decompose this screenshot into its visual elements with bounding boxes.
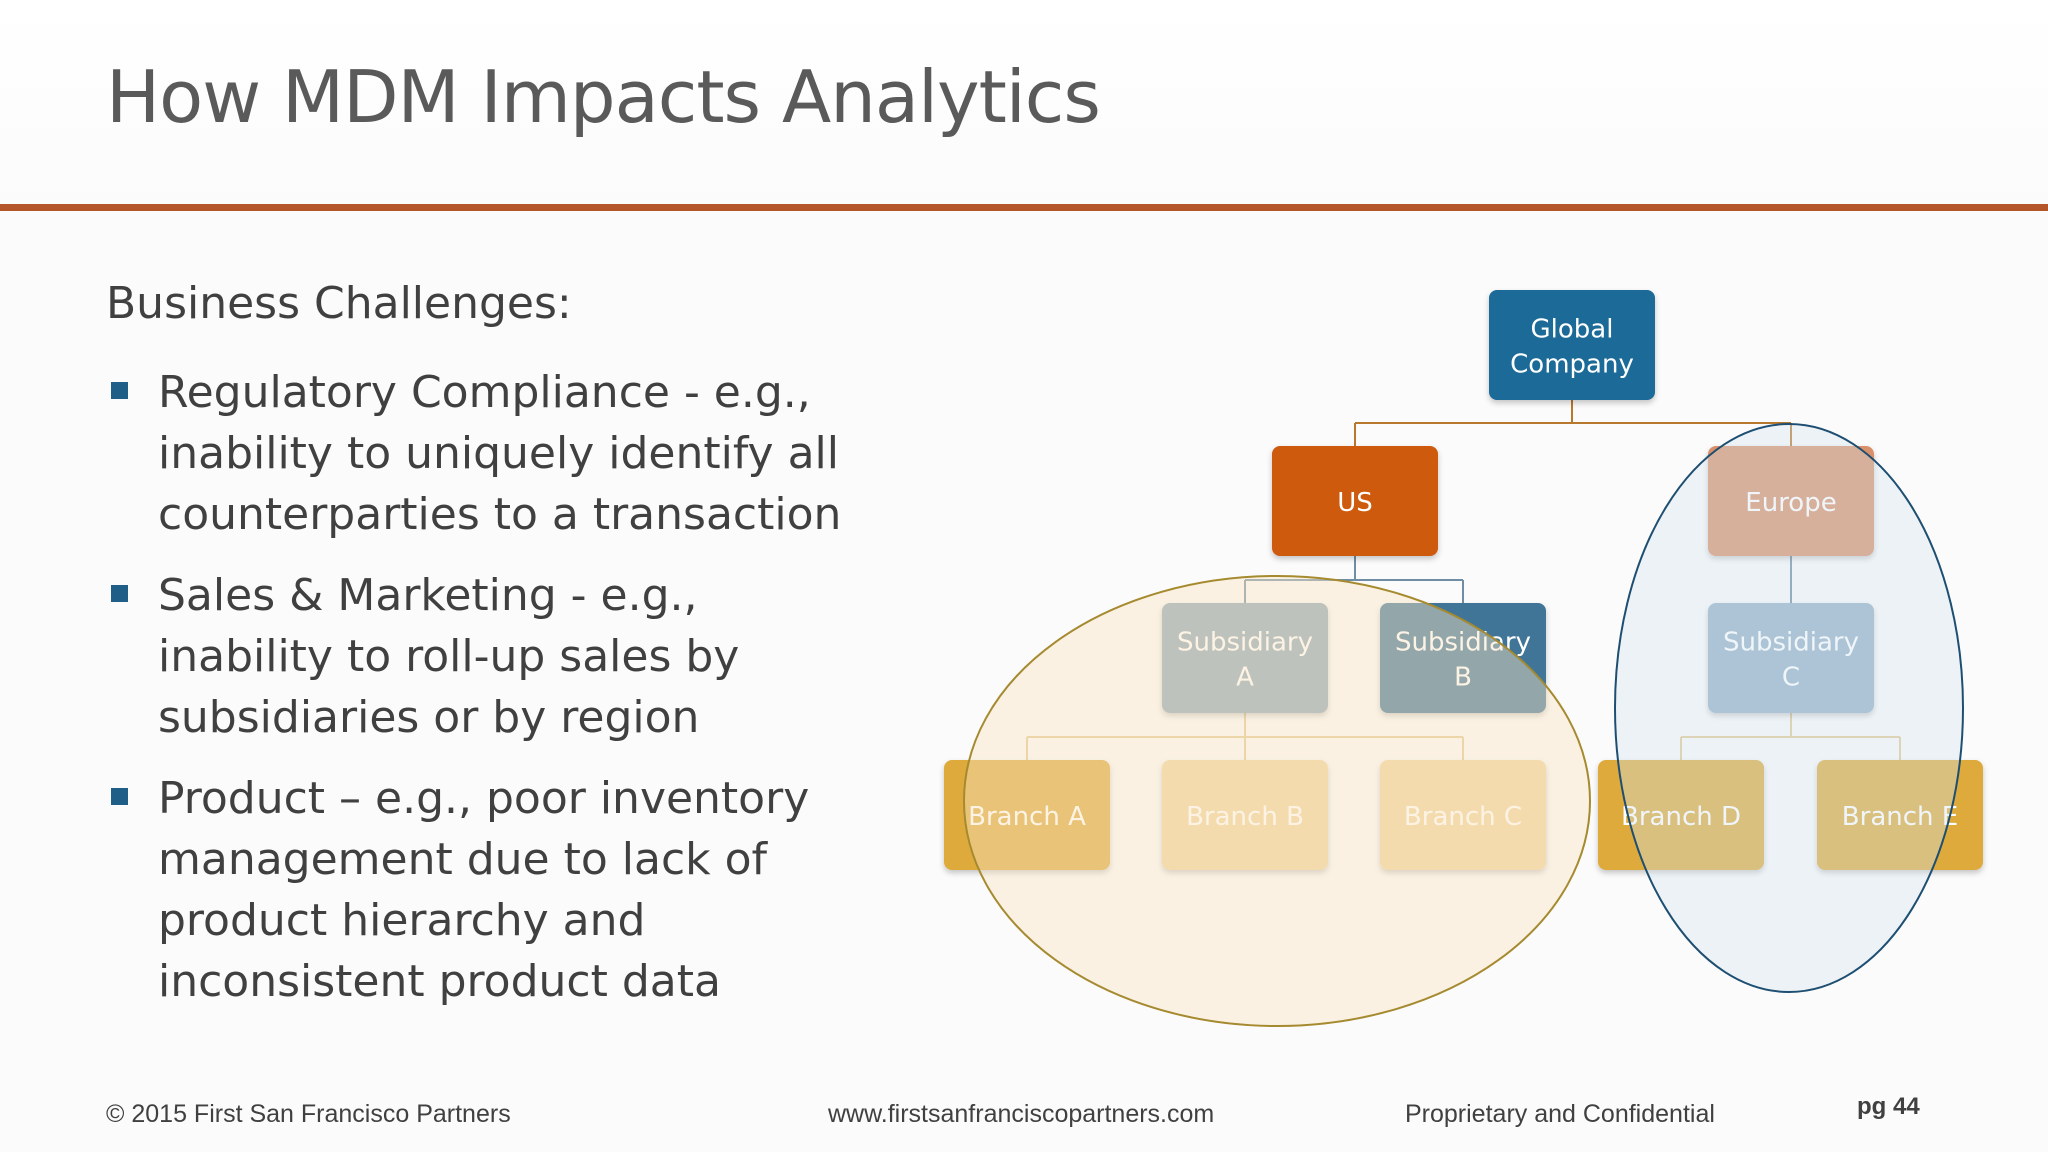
node-branch-b: Branch B xyxy=(1162,760,1328,870)
bullet-item-regulatory: Regulatory Compliance - e.g., inability … xyxy=(106,362,866,545)
node-subsidiary-a-label: Subsidiary xyxy=(1177,628,1313,658)
bullet-text: Sales & Marketing - e.g., inability to r… xyxy=(158,570,740,743)
node-subsidiary-b-box xyxy=(1380,603,1546,713)
node-subsidiary-c-box xyxy=(1708,603,1874,713)
square-bullet-icon xyxy=(111,788,128,805)
node-branch-a: Branch A xyxy=(944,760,1110,870)
node-subsidiary-a: SubsidiaryA xyxy=(1162,603,1328,713)
node-branch-d-box xyxy=(1598,760,1764,870)
node-subsidiary-a-label: A xyxy=(1236,663,1254,693)
grouping-ellipses xyxy=(963,423,1964,1027)
node-branch-c-box xyxy=(1380,760,1546,870)
title-divider xyxy=(0,204,2048,211)
node-global-company-box xyxy=(1489,290,1655,400)
slide-title: How MDM Impacts Analytics xyxy=(106,55,1101,139)
square-bullet-icon xyxy=(111,585,128,602)
chart-connectors xyxy=(1026,400,1901,760)
node-subsidiary-b-label: B xyxy=(1454,663,1472,693)
node-global-company-label: Global xyxy=(1531,315,1614,345)
node-subsidiary-c: SubsidiaryC xyxy=(1708,603,1874,713)
node-europe-box xyxy=(1708,446,1874,556)
footer-confidentiality: Proprietary and Confidential xyxy=(1405,1100,1715,1128)
node-subsidiary-b-label: Subsidiary xyxy=(1395,628,1531,658)
node-europe: Europe xyxy=(1708,446,1874,556)
node-branch-b-box xyxy=(1162,760,1328,870)
node-branch-c-label: Branch C xyxy=(1404,802,1522,832)
node-us: US xyxy=(1272,446,1438,556)
footer-website: www.firstsanfranciscopartners.com xyxy=(828,1100,1215,1128)
node-us-box xyxy=(1272,446,1438,556)
node-branch-d: Branch D xyxy=(1598,760,1764,870)
node-us-label: US xyxy=(1337,488,1373,518)
node-subsidiary-c-label: Subsidiary xyxy=(1723,628,1859,658)
node-branch-b-label: Branch B xyxy=(1186,802,1304,832)
node-global-company-label: Company xyxy=(1510,350,1634,380)
us-region-ellipse xyxy=(963,575,1591,1027)
content-area xyxy=(0,211,2048,1152)
page-number: pg 44 xyxy=(1857,1093,1920,1120)
node-europe-label: Europe xyxy=(1745,488,1836,518)
bullet-item-sales: Sales & Marketing - e.g., inability to r… xyxy=(106,565,866,748)
title-area: How MDM Impacts Analytics xyxy=(0,0,2048,206)
node-branch-d-label: Branch D xyxy=(1621,802,1741,832)
node-subsidiary-c-label: C xyxy=(1782,663,1800,693)
europe-region-ellipse xyxy=(1614,423,1964,993)
node-branch-a-label: Branch A xyxy=(968,802,1086,832)
bullet-text: Regulatory Compliance - e.g., inability … xyxy=(158,367,842,540)
node-branch-c: Branch C xyxy=(1380,760,1546,870)
chart-nodes: GlobalCompanyUSEuropeSubsidiaryASubsidia… xyxy=(944,290,1983,870)
node-branch-a-box xyxy=(944,760,1110,870)
square-bullet-icon xyxy=(111,382,128,399)
node-branch-e-label: Branch E xyxy=(1842,802,1958,832)
node-subsidiary-a-box xyxy=(1162,603,1328,713)
bullet-text: Product – e.g., poor inventory managemen… xyxy=(158,773,810,1007)
node-subsidiary-b: SubsidiaryB xyxy=(1380,603,1546,713)
footer-copyright: © 2015 First San Francisco Partners xyxy=(106,1100,511,1128)
bullet-item-product: Product – e.g., poor inventory managemen… xyxy=(106,768,866,1012)
section-heading: Business Challenges: xyxy=(106,278,572,329)
bullet-list: Regulatory Compliance - e.g., inability … xyxy=(106,362,866,1032)
